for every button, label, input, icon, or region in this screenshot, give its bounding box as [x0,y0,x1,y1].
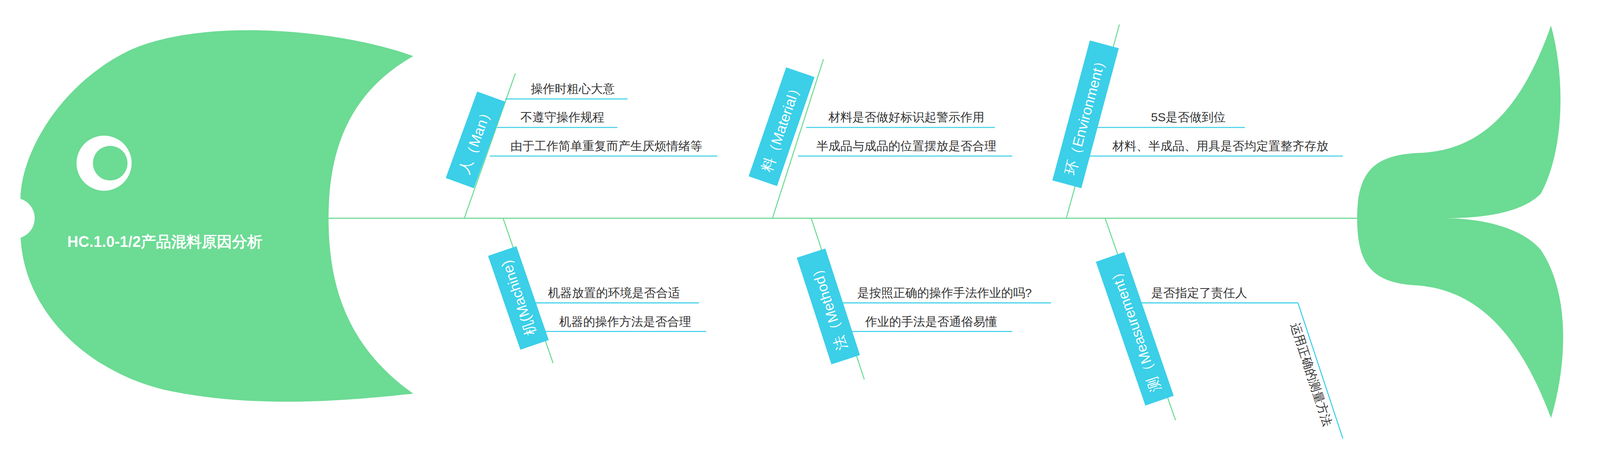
cause-label: 运用正确的测量方法 [1287,320,1335,428]
cause-label: 操作时粗心大意 [530,81,615,96]
cause-label: 5S是否做到位 [1151,110,1226,125]
fish-tail [1357,25,1564,418]
category-label: 法（Method） [806,260,851,353]
cause-label: 材料是否做好标识起警示作用 [828,110,985,125]
cause-label: 是按照正确的操作手法作业的吗? [857,285,1032,300]
cause-label: 半成品与成品的位置摆放是否合理 [816,138,997,154]
fish-head [20,30,414,402]
cause-label: 不遵守操作规程 [520,110,605,125]
fish-mouth [14,197,35,239]
cause-label: 机器放置的环境是否合适 [548,285,680,300]
category-box: 测（Measurement） [1095,252,1174,406]
cause-label: 作业的手法是否通俗易懂 [865,314,998,329]
spine-and-bones [306,24,1360,420]
cause-label: 由于工作简单重复而产生厌烦情绪等 [510,138,703,154]
cause-label: 材料、半成品、用具是否均定置整齐存放 [1112,138,1329,154]
cause-label: 机器的操作方法是否合理 [559,314,692,329]
fish-title: HC.1.0-1/2产品混料原因分析 [67,231,263,252]
fish-eye-ring [76,135,132,191]
category-label: 人（Man） [455,103,496,176]
category-label: 环（Environment） [1061,52,1110,177]
category-label: 机(Machine) [498,258,540,338]
category-box: 环（Environment） [1052,40,1119,188]
category-box: 法（Method） [796,248,860,365]
category-label: 测（Measurement） [1105,264,1164,394]
category-box: 料（Material） [748,67,815,186]
cause-underlines [489,98,1343,439]
category-box: 人（Man） [445,91,506,189]
fish-eye-pupil [92,145,128,181]
category-box: 机(Machine) [488,246,549,350]
cause-label: 是否指定了责任人 [1151,285,1248,300]
category-label: 料（Material） [758,79,805,174]
